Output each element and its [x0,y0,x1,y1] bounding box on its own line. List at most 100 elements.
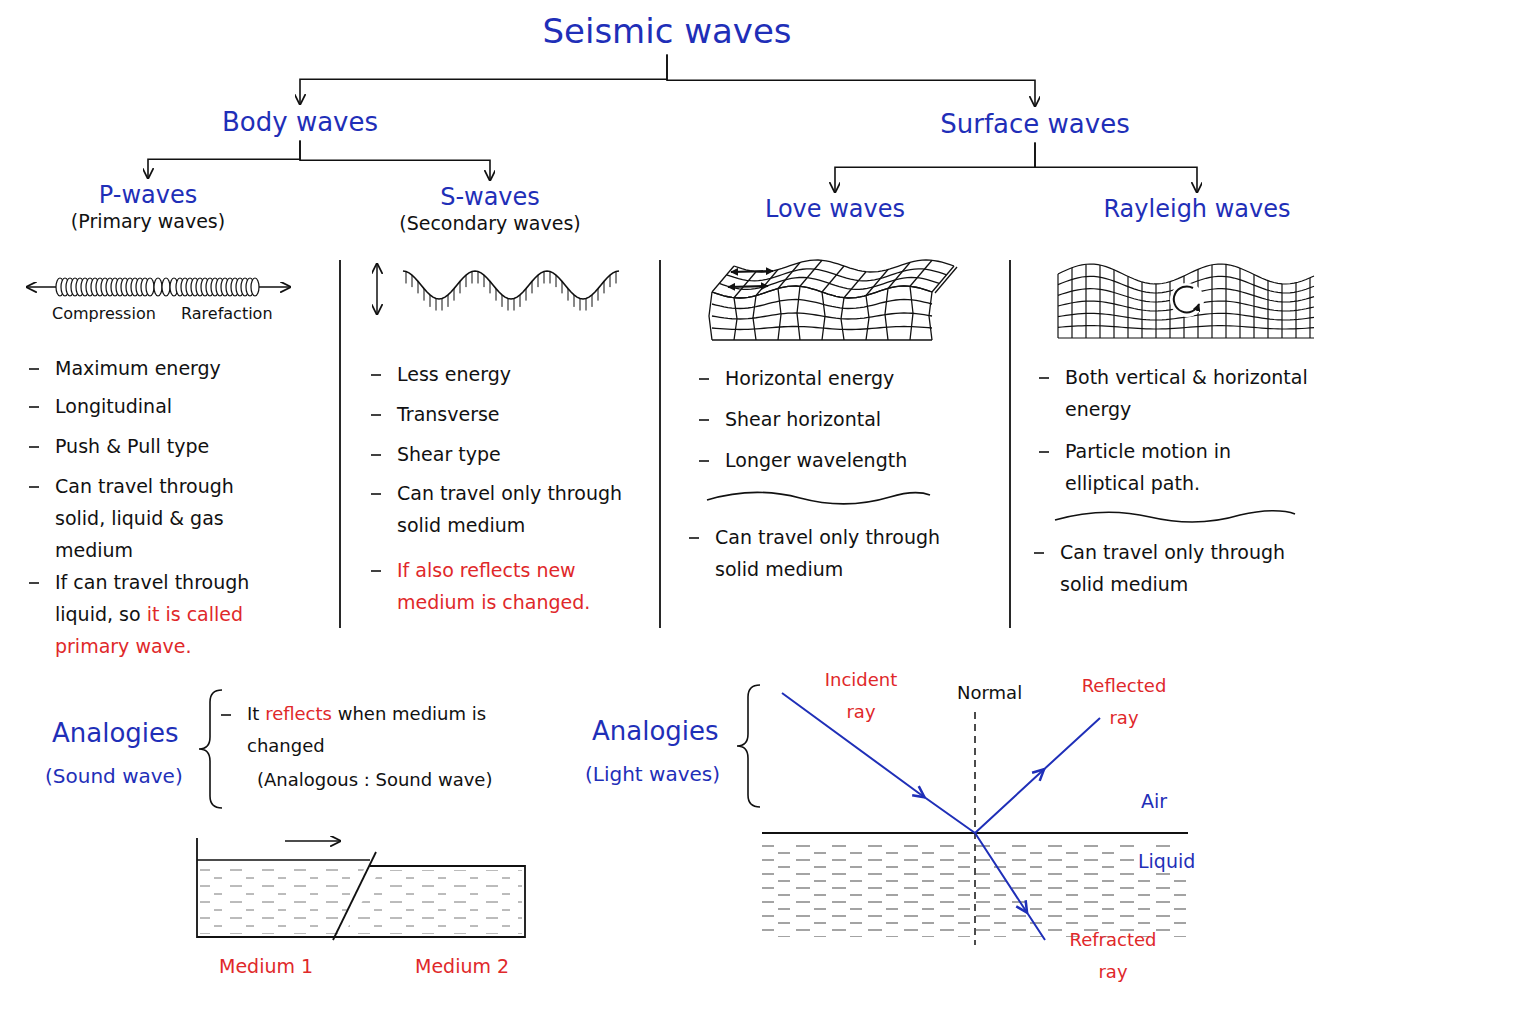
divider-line [339,260,341,628]
label-text: Analogies [52,718,179,748]
hatch-stroke [574,295,575,307]
bullet-text: If also reflects new medium is changed. [397,559,590,613]
label-text: reflects [265,703,332,724]
grid-line [888,262,910,288]
hatch-stroke [568,289,569,301]
grid-line [1058,337,1314,338]
bullet-dash [371,570,381,572]
tank-outline [197,838,525,937]
wavy-separator [707,492,930,504]
hatch-stroke [454,289,455,301]
grid-line [1058,326,1314,329]
label-text: Liquid [1135,850,1198,872]
grid-line [712,266,734,292]
note-text: Reflected ray [1072,670,1176,734]
hatch-stroke [406,271,407,283]
grid-line [1085,264,1086,338]
note-text: Medium 2 [415,950,509,982]
bullet-dash [371,414,381,416]
note-text: Less energy [397,358,511,390]
wavy-separator [1055,511,1295,522]
divider-line [1009,260,1011,628]
note-text: Push & Pull type [55,430,209,462]
grid-line [1155,284,1156,338]
grid-line [822,266,844,292]
subtitle-text: (Secondary waves) [399,212,581,236]
coil-loop [146,278,154,296]
grid-line [1058,264,1314,284]
grid-line [1267,281,1268,338]
bullet-text: Maximum energy [55,357,221,379]
bullet-dash [689,537,699,539]
medium-1-surface [197,859,370,861]
bullet-text: Longitudinal [55,395,172,417]
grid-line [753,296,756,340]
bullet-dash [1039,377,1049,379]
note-text: Itreflectswhen medium is changed [247,698,509,762]
hatch-stroke [508,299,509,311]
hatch-stroke [484,275,485,287]
bullet-text: Can travel through solid, liquid & gas m… [55,475,234,561]
heading-node: Surface waves [940,108,1129,141]
note-text: Can travel only through solid medium [715,521,977,585]
bullet-dash [371,374,381,376]
heading-node: Love waves [765,194,905,224]
hatch-stroke [598,289,599,301]
heading-text: Seismic waves [542,10,791,53]
bullet-dash [699,460,709,462]
bullet-text: Can travel only through solid medium [397,482,622,536]
heading-text: Rayleigh waves [1103,194,1290,224]
grid-line [1057,274,1058,338]
hatch-stroke [604,281,605,293]
note-text: Longer wavelength [725,444,907,476]
bullet-text: Shear horizontal [725,408,881,430]
note-text: If also reflects new medium is changed. [397,554,637,618]
hatch-stroke [472,271,473,283]
hatch-stroke [436,299,437,311]
grid-line [1281,284,1282,338]
note-text: Maximum energy [55,352,221,384]
note-text: Normal [957,677,1022,709]
note-text: Air [1138,785,1170,817]
love-wave-block [709,260,957,340]
heading-node: Body waves [222,106,378,139]
incident-ray [782,693,975,833]
motion-ground [1170,283,1204,317]
hatch-stroke [610,275,611,287]
wave-direction-arrow [285,840,340,842]
label-text: Refracted ray [1070,929,1157,982]
note-text: Medium 1 [219,950,313,982]
grid-line [822,292,825,340]
heading-text: Love waves [765,194,905,224]
bullet-dash [29,486,39,488]
transverse-wave [403,271,619,311]
grid-line [1253,274,1254,338]
bullet-dash [699,378,709,380]
refraction-figure [762,693,1188,945]
tree-connector [1035,143,1197,193]
note-text: Both vertical & horizontal energy [1065,361,1357,425]
grid-line [1239,268,1240,338]
grid-line [910,286,913,340]
hatch-stroke [550,271,551,283]
bullet-dash [699,419,709,421]
shear-arrow [731,271,773,272]
note-text: Can travel only through solid medium [397,477,647,541]
note-text: Particle motion in elliptical path. [1065,435,1280,499]
note-text: Analogies [592,716,719,747]
normal-line [974,712,976,945]
hatch-stroke [430,295,431,307]
note-text: Shear type [397,438,501,470]
heading-node: Rayleigh waves [1103,194,1290,224]
note-text: (Analogous : Sound wave) [257,764,492,796]
grid-line [712,313,932,319]
note-text: Incident ray [815,664,907,728]
coil-loop [251,278,259,296]
label-text: Incident ray [825,669,898,722]
label-text: Rarefaction [181,304,273,323]
bullet-text: Horizontal energy [725,367,894,389]
hatch-stroke [538,275,539,287]
bullet-text: Push & Pull type [55,435,209,457]
grid-line [712,327,932,330]
grid-line [1071,268,1072,338]
